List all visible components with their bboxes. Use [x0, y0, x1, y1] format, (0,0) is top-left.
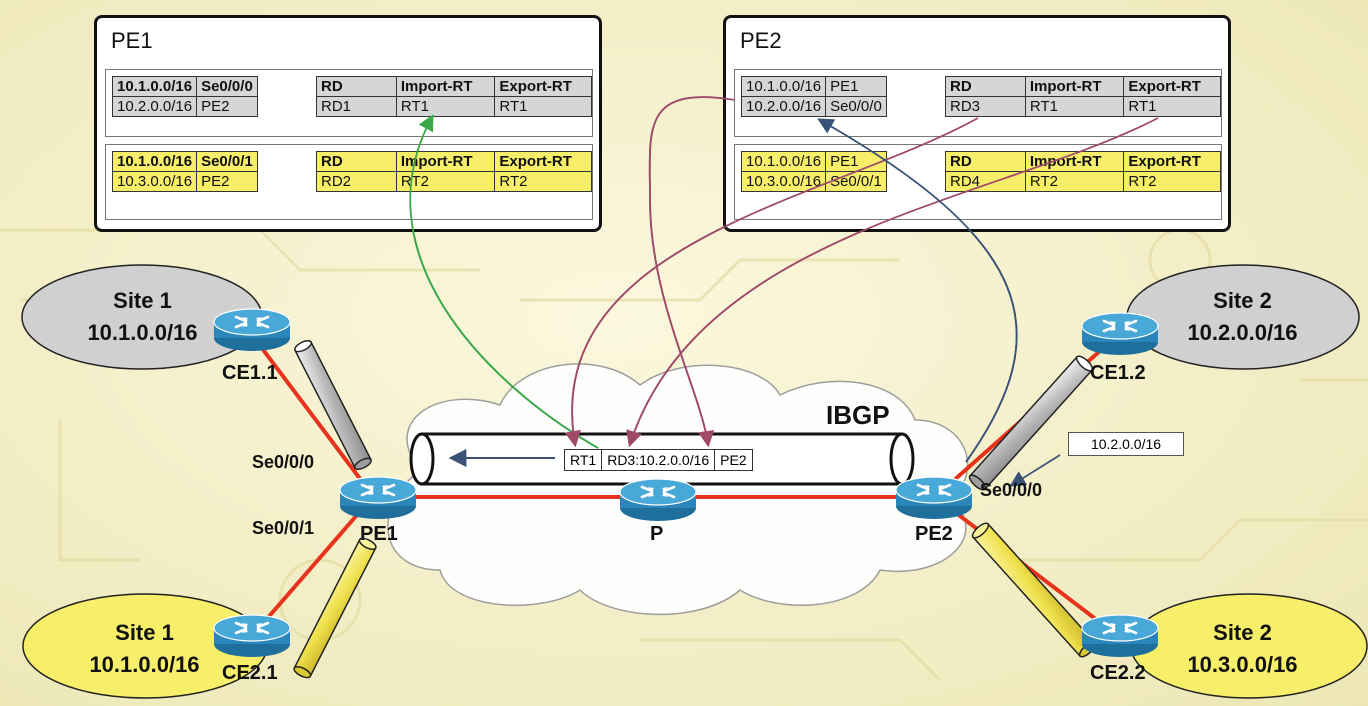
packet-vpnv4-prefix: RD3:10.2.0.0/16	[601, 449, 716, 471]
table-cell: RD3	[945, 96, 1026, 117]
router-label-ce11: CE1.1	[222, 362, 278, 384]
table-cell: Se0/0/1	[196, 151, 258, 172]
ibgp-label: IBGP	[826, 400, 890, 430]
site-name: Site 2	[1213, 288, 1272, 313]
table-cell: RD1	[316, 96, 397, 117]
table-cell: 10.1.0.0/16	[740, 151, 827, 172]
table-cell: RD	[945, 151, 1026, 172]
site-name: Site 1	[113, 288, 172, 313]
blue-update-arrow	[1009, 454, 1061, 487]
pe1-panel-title: PE1	[111, 28, 153, 53]
table-cell: RT2	[1024, 171, 1125, 192]
table-cell: 10.2.0.0/16	[740, 96, 827, 117]
table-cell: 10.1.0.0/16	[740, 76, 827, 97]
site-2-bottom: Site 2 10.3.0.0/16	[1140, 617, 1345, 681]
pe1-se0-0-1-label: Se0/0/1	[252, 518, 315, 538]
router-label-ce12: CE1.2	[1090, 362, 1146, 384]
table-cell: PE2	[196, 171, 258, 192]
router-icon-pe1[interactable]	[338, 476, 418, 520]
table-cell: Export-RT	[1123, 151, 1221, 172]
table-cell: PE1	[825, 76, 887, 97]
router-label-ce22: CE2.2	[1090, 662, 1146, 684]
site-2-top: Site 2 10.2.0.0/16	[1140, 285, 1345, 349]
table-cell: RT2	[395, 171, 496, 192]
table-cell: RT1	[1024, 96, 1125, 117]
table-cell: RT1	[395, 96, 496, 117]
pe2-se0-0-0-label: Se0/0/0	[980, 480, 1043, 500]
site-1-top: Site 1 10.1.0.0/16	[40, 285, 245, 349]
router-label-ce21: CE2.1	[222, 662, 278, 684]
router-icon-pe2[interactable]	[894, 476, 974, 520]
table-cell: Import-RT	[1024, 151, 1125, 172]
table-cell: PE2	[196, 96, 258, 117]
site-name: Site 2	[1213, 620, 1272, 645]
table-cell: PE1	[825, 151, 887, 172]
site-prefix: 10.1.0.0/16	[87, 320, 198, 345]
packet-rt: RT1	[563, 449, 603, 471]
site-name: Site 1	[115, 620, 174, 645]
table-cell: 10.1.0.0/16	[111, 76, 198, 97]
table-cell: RD	[945, 76, 1026, 97]
table-cell: RT2	[494, 171, 592, 192]
table-cell: Se0/0/1	[825, 171, 887, 192]
packet-next-hop: PE2	[714, 449, 753, 471]
site-prefix: 10.3.0.0/16	[1187, 652, 1298, 677]
table-cell: 10.1.0.0/16	[111, 151, 198, 172]
ce-route-update-box: 10.2.0.0/16	[1068, 432, 1184, 456]
table-cell: RT1	[494, 96, 592, 117]
table-cell: Export-RT	[494, 76, 592, 97]
router-label-p: P	[650, 523, 664, 545]
router-label-pe2: PE2	[915, 523, 953, 545]
router-label-pe1: PE1	[360, 523, 398, 545]
table-cell: Import-RT	[395, 76, 496, 97]
table-cell: RD	[316, 76, 397, 97]
table-cell: Export-RT	[1123, 76, 1221, 97]
table-cell: 10.3.0.0/16	[111, 171, 198, 192]
table-cell: Se0/0/0	[196, 76, 258, 97]
table-cell: Export-RT	[494, 151, 592, 172]
table-cell: RD2	[316, 171, 397, 192]
table-cell: Import-RT	[1024, 76, 1125, 97]
table-cell: RT2	[1123, 171, 1221, 192]
site-1-bottom: Site 1 10.1.0.0/16	[42, 617, 247, 681]
table-cell: Se0/0/0	[825, 96, 887, 117]
table-cell: 10.3.0.0/16	[740, 171, 827, 192]
table-cell: RD	[316, 151, 397, 172]
table-cell: RD4	[945, 171, 1026, 192]
table-cell: Import-RT	[395, 151, 496, 172]
table-cell: RT1	[1123, 96, 1221, 117]
site-prefix: 10.2.0.0/16	[1187, 320, 1298, 345]
pe2-panel-title: PE2	[740, 28, 782, 53]
router-icon-p[interactable]	[618, 478, 698, 522]
table-cell: 10.2.0.0/16	[111, 96, 198, 117]
pe1-se0-0-0-label: Se0/0/0	[252, 452, 315, 472]
vpnv4-update-packet: RT1 RD3:10.2.0.0/16 PE2	[563, 449, 753, 471]
site-prefix: 10.1.0.0/16	[89, 652, 200, 677]
